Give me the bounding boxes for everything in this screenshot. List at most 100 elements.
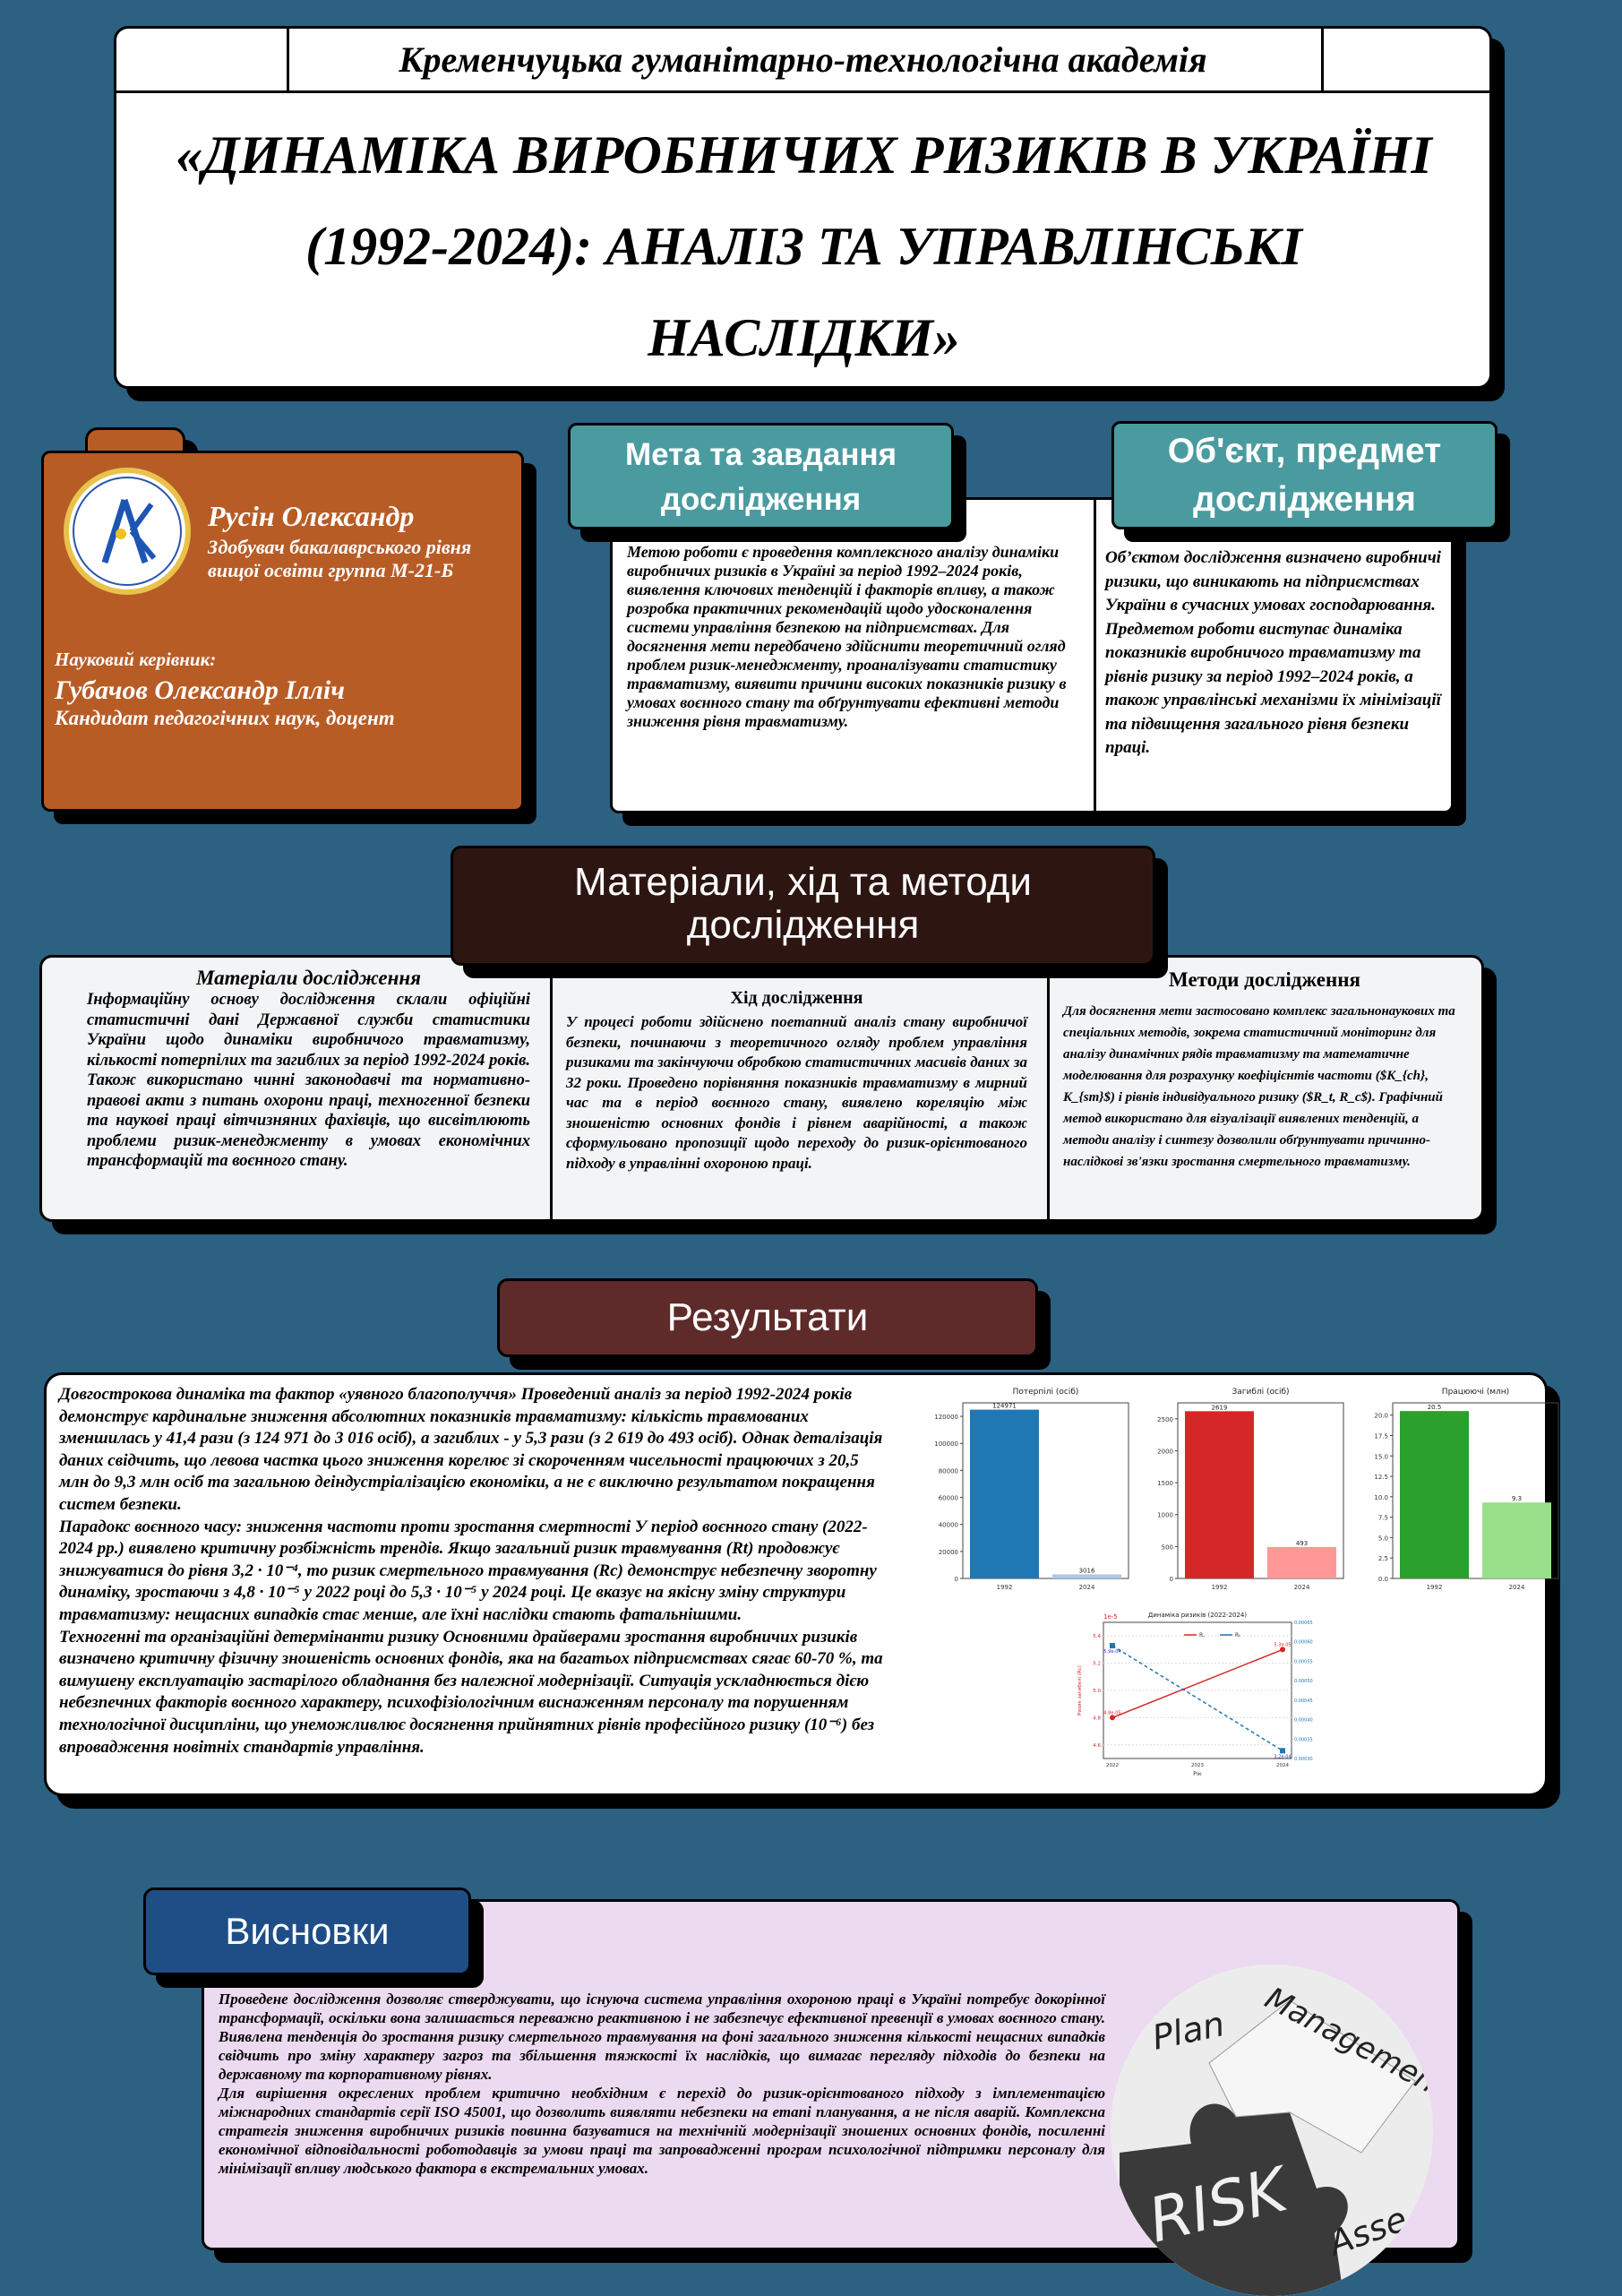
data-label: 5.3e-05 [1274,1642,1291,1647]
conclusions-box: Проведене дослідження дозволяє стверджув… [202,1899,1460,2296]
conclusions-paragraph: Для вирішення окреслених проблем критичн… [219,2085,1105,2177]
bar [1185,1411,1254,1578]
data-point [1110,1715,1115,1721]
y-tick-label: 0 [1170,1576,1173,1583]
y-tick-label: 5.0 [1378,1535,1388,1542]
university-name: Кременчуцька гуманітарно-технологічна ак… [116,29,1489,93]
x-tick-label: 2024 [1509,1584,1525,1591]
left-tick-label: 5.2 [1093,1662,1101,1667]
right-tick-label: 0.00055 [1294,1659,1313,1664]
left-tick-label: 4.8 [1093,1716,1101,1721]
plot-frame [962,1402,1129,1579]
object-heading: Об'єкт, предмет дослідження [1111,421,1498,529]
y-tick-label: 80000 [939,1467,958,1475]
y-tick-label: 2500 [1157,1416,1173,1423]
y-tick-label: 20000 [939,1549,958,1556]
poster-title: «ДИНАМІКА ВИРОБНИЧИХ РИЗИКІВ В УКРАЇНІ (… [176,125,1432,367]
conclusions-text: Проведене дослідження дозволяє стверджув… [219,1990,1105,2178]
goal-object-box: Метою роботи є проведення комплексного а… [610,497,1454,813]
data-point [1110,1643,1115,1649]
y-tick-label: 1500 [1157,1480,1173,1487]
right-tick-label: 0.00035 [1294,1737,1313,1742]
column-text: Для досягнення мети застосовано комплекс… [1063,1004,1455,1169]
chart-title: Динаміка ризиків (2022-2024) [1148,1612,1248,1619]
column-text: У процесі роботи здійснено поетапний ана… [566,1013,1027,1172]
academy-logo [64,468,191,595]
divider [1321,29,1324,93]
data-label: 4.8e-05 [1103,1710,1120,1716]
y-tick-label: 2.5 [1378,1555,1388,1562]
data-label: 3.2e-04 [1274,1754,1291,1759]
y-tick-label: 20.0 [1374,1413,1388,1420]
bar [1482,1502,1551,1578]
x-tick-label: 1992 [1212,1584,1228,1591]
right-tick-label: 0.00050 [1294,1679,1313,1684]
y-tick-label: 1000 [1157,1512,1173,1519]
left-tick-label: 5.4 [1093,1634,1101,1639]
bar [1267,1546,1336,1578]
supervisor-name: Губачов Олександр Ілліч [55,675,345,705]
supervisor-degree: Кандидат педагогічних наук, доцент [55,707,395,729]
x-tick-label: 2024 [1079,1584,1095,1591]
bar [1400,1411,1469,1578]
object-text: Об’єктом дослідження визначено виробничі… [1105,548,1441,757]
column-text: Інформаційну основу дослідження склали о… [87,991,530,1170]
results-paragraph: Довгострокова динаміка та фактор «уявног… [59,1385,883,1514]
series-line-Rc [1111,1648,1283,1719]
right-tick-label: 0.00065 [1294,1621,1313,1626]
y-tick-label: 100000 [934,1440,958,1448]
goal-heading: Мета та завдання дослідження [568,423,954,529]
bar [970,1409,1039,1578]
chart-title: Загиблі (осіб) [1232,1388,1289,1397]
x-tick-label: 2022 [1106,1763,1119,1768]
y-tick-label: 60000 [939,1495,958,1502]
right-tick-label: 0.00060 [1294,1640,1313,1646]
column-title: Хід дослідження [730,988,863,1008]
chart-title: Працюючі (млн) [1442,1388,1509,1397]
data-point [1280,1647,1285,1653]
chart-title: Потерпілі (осіб) [1013,1388,1079,1397]
y-tick-label: 40000 [939,1522,958,1529]
y-tick-label: 0.0 [1378,1576,1388,1583]
author-status: Здобувач бакалаврського рівня вищої осві… [208,536,472,581]
results-paragraph: Техногенні та організаційні детермінанти… [59,1627,883,1757]
methods-column: Методи дослідження Для досягнення мети з… [1050,958,1484,1219]
goal-text: Метою роботи є проведення комплексного а… [627,543,1067,730]
results-box: Довгострокова динаміка та фактор «уявног… [44,1372,1559,1796]
risk-puzzle-image: Plan Management RISK Asse [1111,1965,1433,2296]
y-tick-label: 15.0 [1374,1453,1388,1460]
x-tick-label: 2024 [1276,1763,1289,1768]
logo-emblem-icon [73,477,182,586]
author-name: Русін Олександр [208,500,415,532]
divider [1094,500,1096,811]
risk-line-chart: Динаміка ризиків (2022-2024)1e-54.64.85.… [1077,1612,1313,1777]
bar-value-label: 493 [1296,1540,1308,1547]
process-column: Хід дослідження У процесі роботи здійсне… [553,958,1050,1219]
y-tick-label: 120000 [934,1414,958,1421]
bar-value-label: 3016 [1079,1567,1095,1574]
conclusions-heading: Висновки [143,1888,471,1975]
y-tick-label: 17.5 [1374,1432,1388,1440]
bar [1052,1574,1121,1578]
right-tick-label: 0.00030 [1294,1757,1313,1762]
bar-charts: Потерпілі (осіб) 0 20000 40000 60000 80000 100… [934,1388,1559,1591]
divider [287,29,289,93]
series-line-Rt [1111,1645,1283,1751]
right-tick-label: 0.00040 [1294,1718,1313,1724]
materials-heading: Матеріали, хід та методи дослідження [451,846,1155,966]
plot-frame [1177,1402,1344,1579]
data-label: 5.9e-04 [1103,1649,1120,1655]
conclusions-paragraph: Проведене дослідження дозволяє стверджув… [219,1991,1105,2083]
bar-value-label: 9.3 [1512,1495,1522,1502]
y-tick-label: 0 [955,1576,958,1583]
y-tick-label: 12.5 [1374,1474,1388,1481]
x-tick-label: 1992 [997,1584,1013,1591]
plot-frame [1392,1402,1559,1579]
axis-offset-label: 1e-5 [1103,1613,1118,1621]
column-title: Матеріали дослідження [195,967,422,989]
right-tick-label: 0.00045 [1294,1698,1313,1704]
bar-value-label: 124971 [992,1403,1017,1410]
left-tick-label: 5.0 [1093,1689,1101,1694]
x-axis-label: Рік [1193,1770,1202,1777]
materials-box: Матеріали дослідження Інформаційну основ… [39,955,1484,1222]
